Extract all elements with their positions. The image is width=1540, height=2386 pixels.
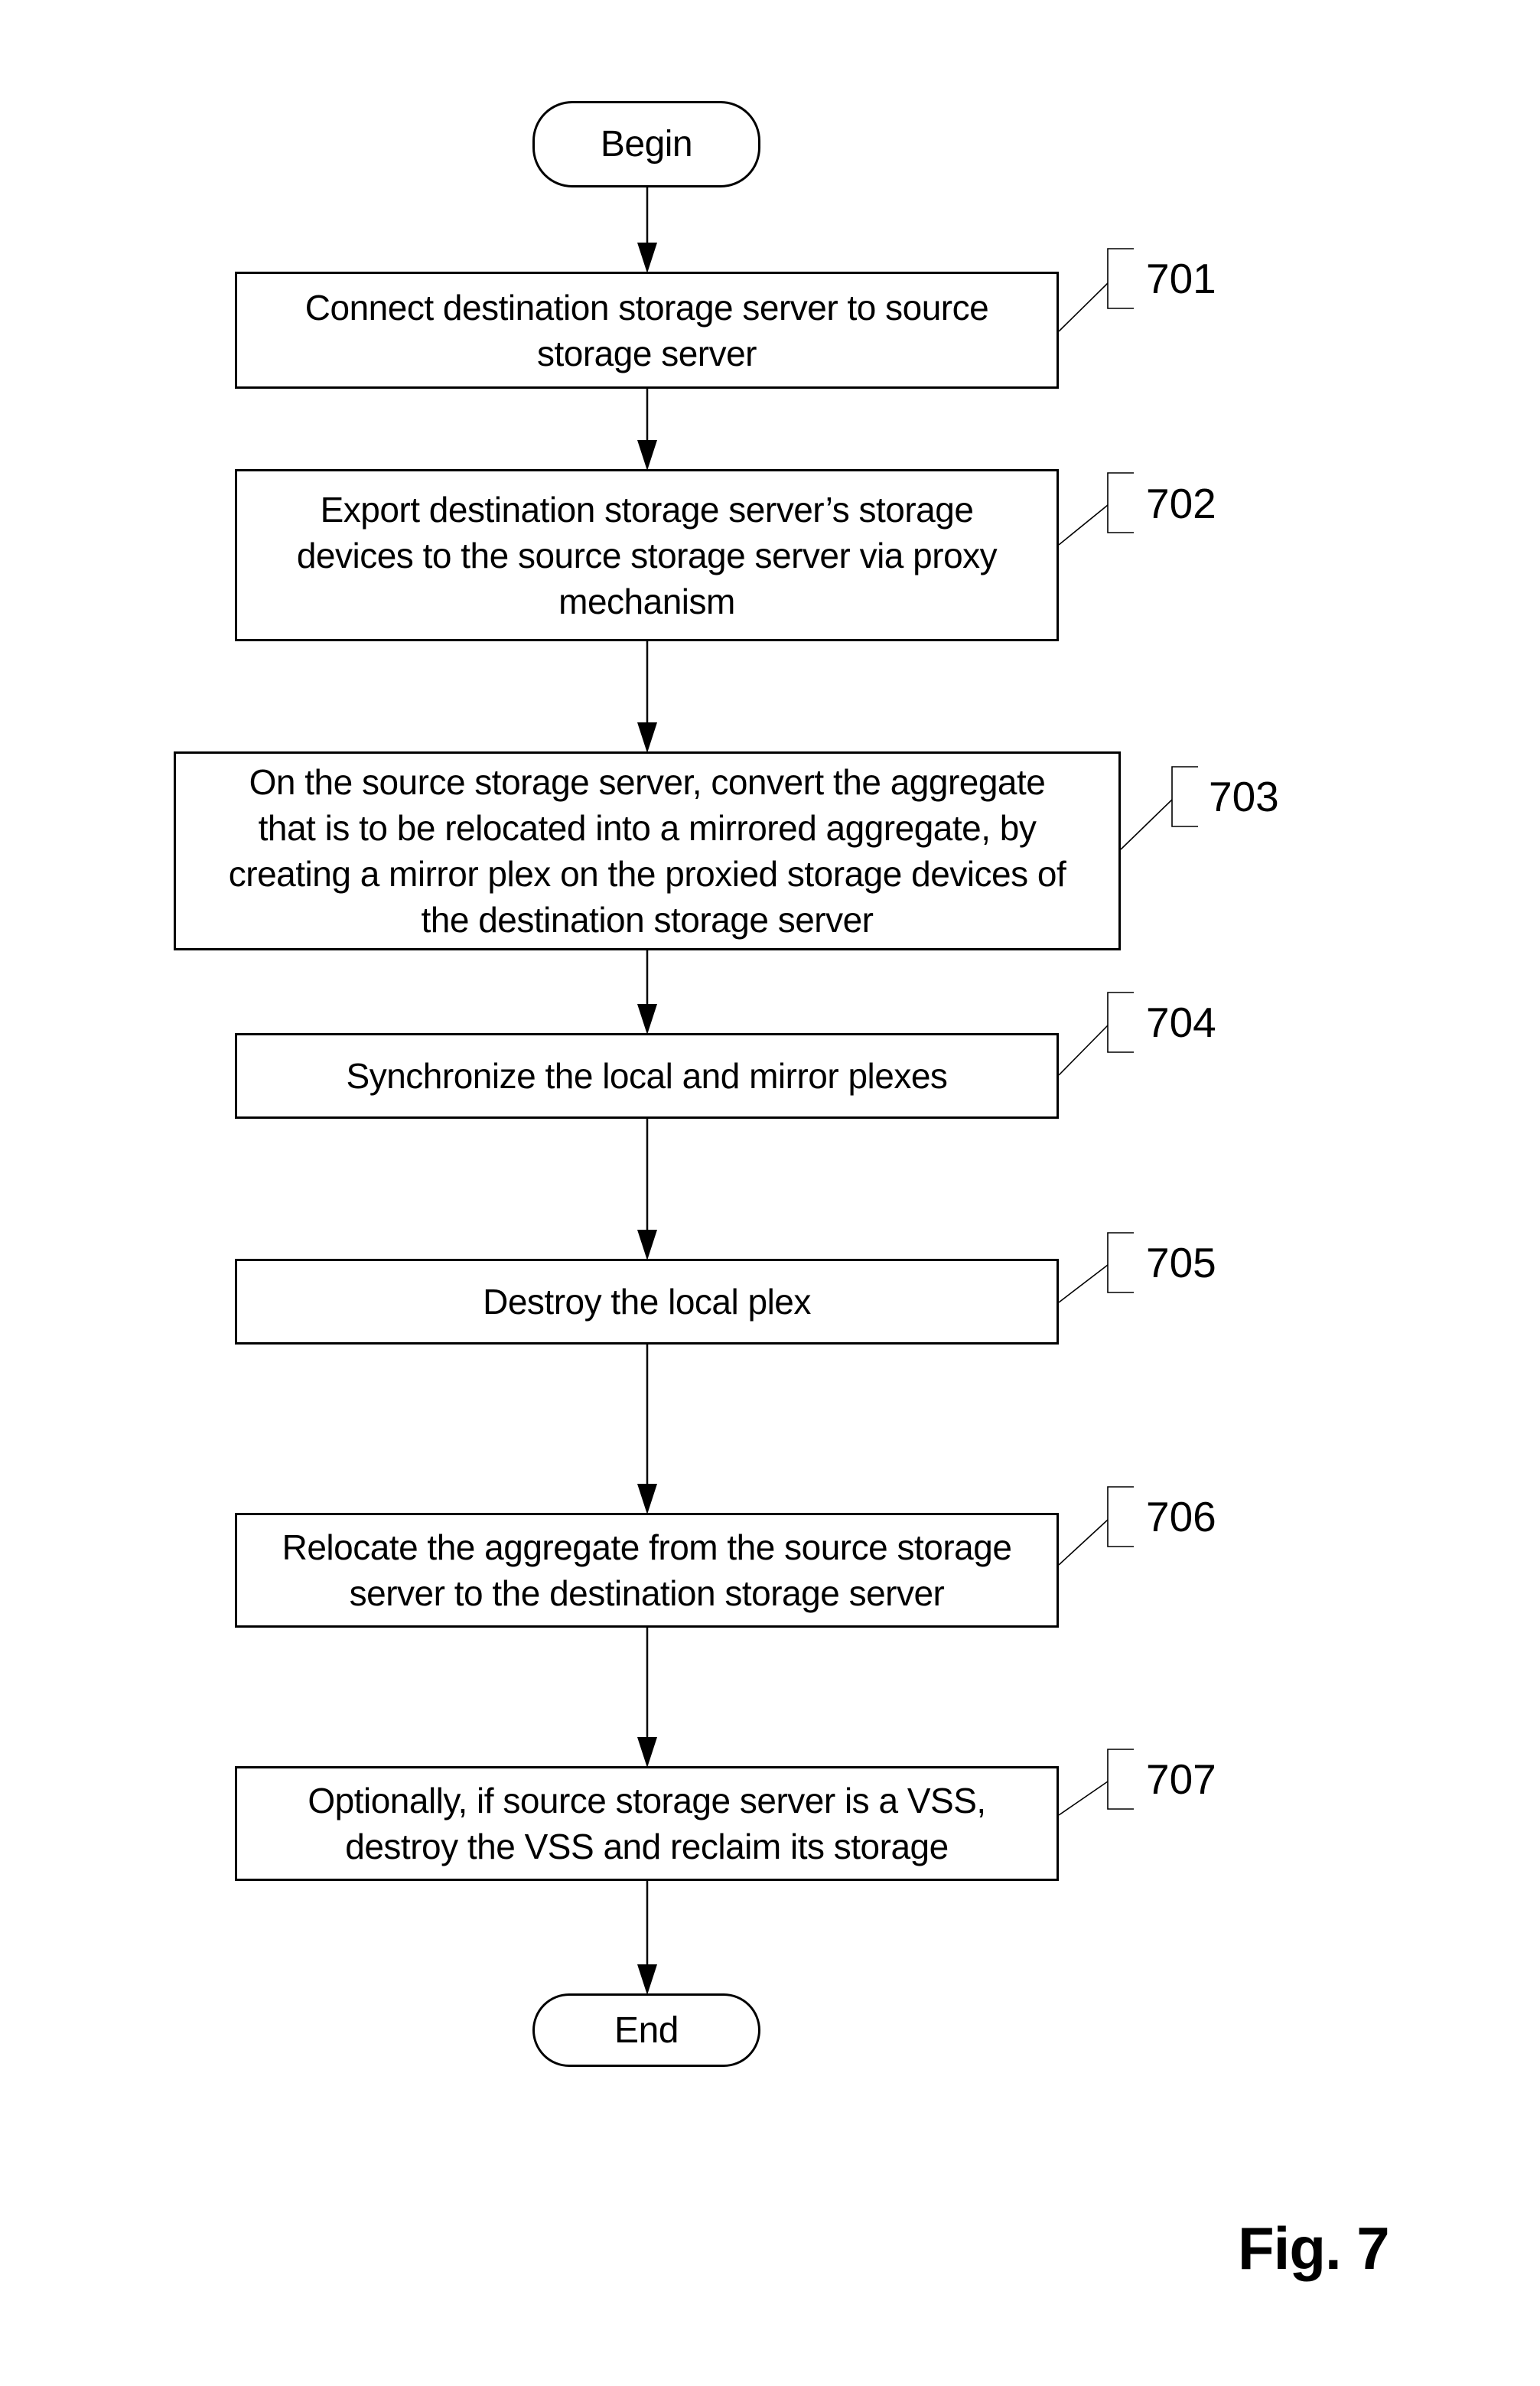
ref-bracket-705 (1107, 1232, 1134, 1293)
ref-label-707: 707 (1146, 1755, 1216, 1803)
ref-bracket-706 (1107, 1486, 1134, 1547)
ref-diagonal-703 (1120, 799, 1173, 850)
step-box-706: Relocate the aggregate from the source s… (235, 1513, 1059, 1628)
arrow-step-701-to-step-702 (637, 389, 657, 471)
step-box-702: Export destination storage server’s stor… (235, 469, 1059, 641)
end-label: End (614, 2010, 679, 2051)
ref-diagonal-705 (1058, 1264, 1109, 1303)
step-text-704: Synchronize the local and mirror plexes (346, 1056, 948, 1096)
begin-label: Begin (600, 124, 693, 165)
ref-label-702: 702 (1146, 480, 1216, 527)
step-box-707: Optionally, if source storage server is … (235, 1766, 1059, 1881)
arrow-step-703-to-step-704 (637, 950, 657, 1035)
arrow-step-704-to-step-705 (637, 1119, 657, 1260)
ref-bracket-704 (1107, 992, 1134, 1053)
ref-bracket-707 (1107, 1749, 1134, 1810)
end-terminal: End (532, 1993, 760, 2067)
ref-leader-704 (1058, 992, 1134, 1076)
step-text-701: Connect destination storage server to so… (304, 287, 989, 373)
ref-label-705: 705 (1146, 1239, 1216, 1286)
step-text-707: Optionally, if source storage server is … (308, 1781, 986, 1866)
step-text-706: Relocate the aggregate from the source s… (282, 1527, 1012, 1613)
ref-label-706: 706 (1146, 1493, 1216, 1540)
ref-label-704: 704 (1146, 999, 1216, 1046)
step-text-702: Export destination storage server’s stor… (296, 489, 998, 621)
arrow-step-707-to-end (637, 1881, 657, 1995)
ref-leader-702 (1058, 472, 1134, 546)
arrow-begin-to-step-701 (637, 187, 657, 273)
ref-bracket-701 (1107, 248, 1134, 309)
step-text-703: On the source storage server, convert th… (228, 762, 1066, 940)
ref-leader-701 (1058, 248, 1134, 332)
arrow-step-705-to-step-706 (637, 1345, 657, 1514)
step-box-701: Connect destination storage server to so… (235, 272, 1059, 389)
ref-leader-707 (1058, 1749, 1134, 1816)
ref-diagonal-702 (1058, 504, 1109, 546)
ref-label-701: 701 (1146, 255, 1216, 302)
step-box-705: Destroy the local plex (235, 1259, 1059, 1345)
ref-diagonal-704 (1058, 1025, 1109, 1076)
ref-leader-706 (1058, 1486, 1134, 1566)
ref-leader-703 (1120, 766, 1198, 850)
step-box-703: On the source storage server, convert th… (174, 751, 1121, 950)
step-box-704: Synchronize the local and mirror plexes (235, 1033, 1059, 1119)
ref-diagonal-701 (1058, 282, 1109, 332)
arrow-step-702-to-step-703 (637, 641, 657, 753)
step-text-705: Destroy the local plex (483, 1282, 811, 1322)
ref-diagonal-707 (1058, 1781, 1109, 1816)
ref-bracket-703 (1171, 766, 1198, 827)
ref-diagonal-706 (1058, 1519, 1109, 1566)
ref-bracket-702 (1107, 472, 1134, 533)
begin-terminal: Begin (532, 101, 760, 187)
arrow-step-706-to-step-707 (637, 1628, 657, 1768)
ref-label-703: 703 (1209, 773, 1279, 820)
figure-caption: Fig. 7 (1238, 2215, 1390, 2282)
ref-leader-705 (1058, 1232, 1134, 1303)
